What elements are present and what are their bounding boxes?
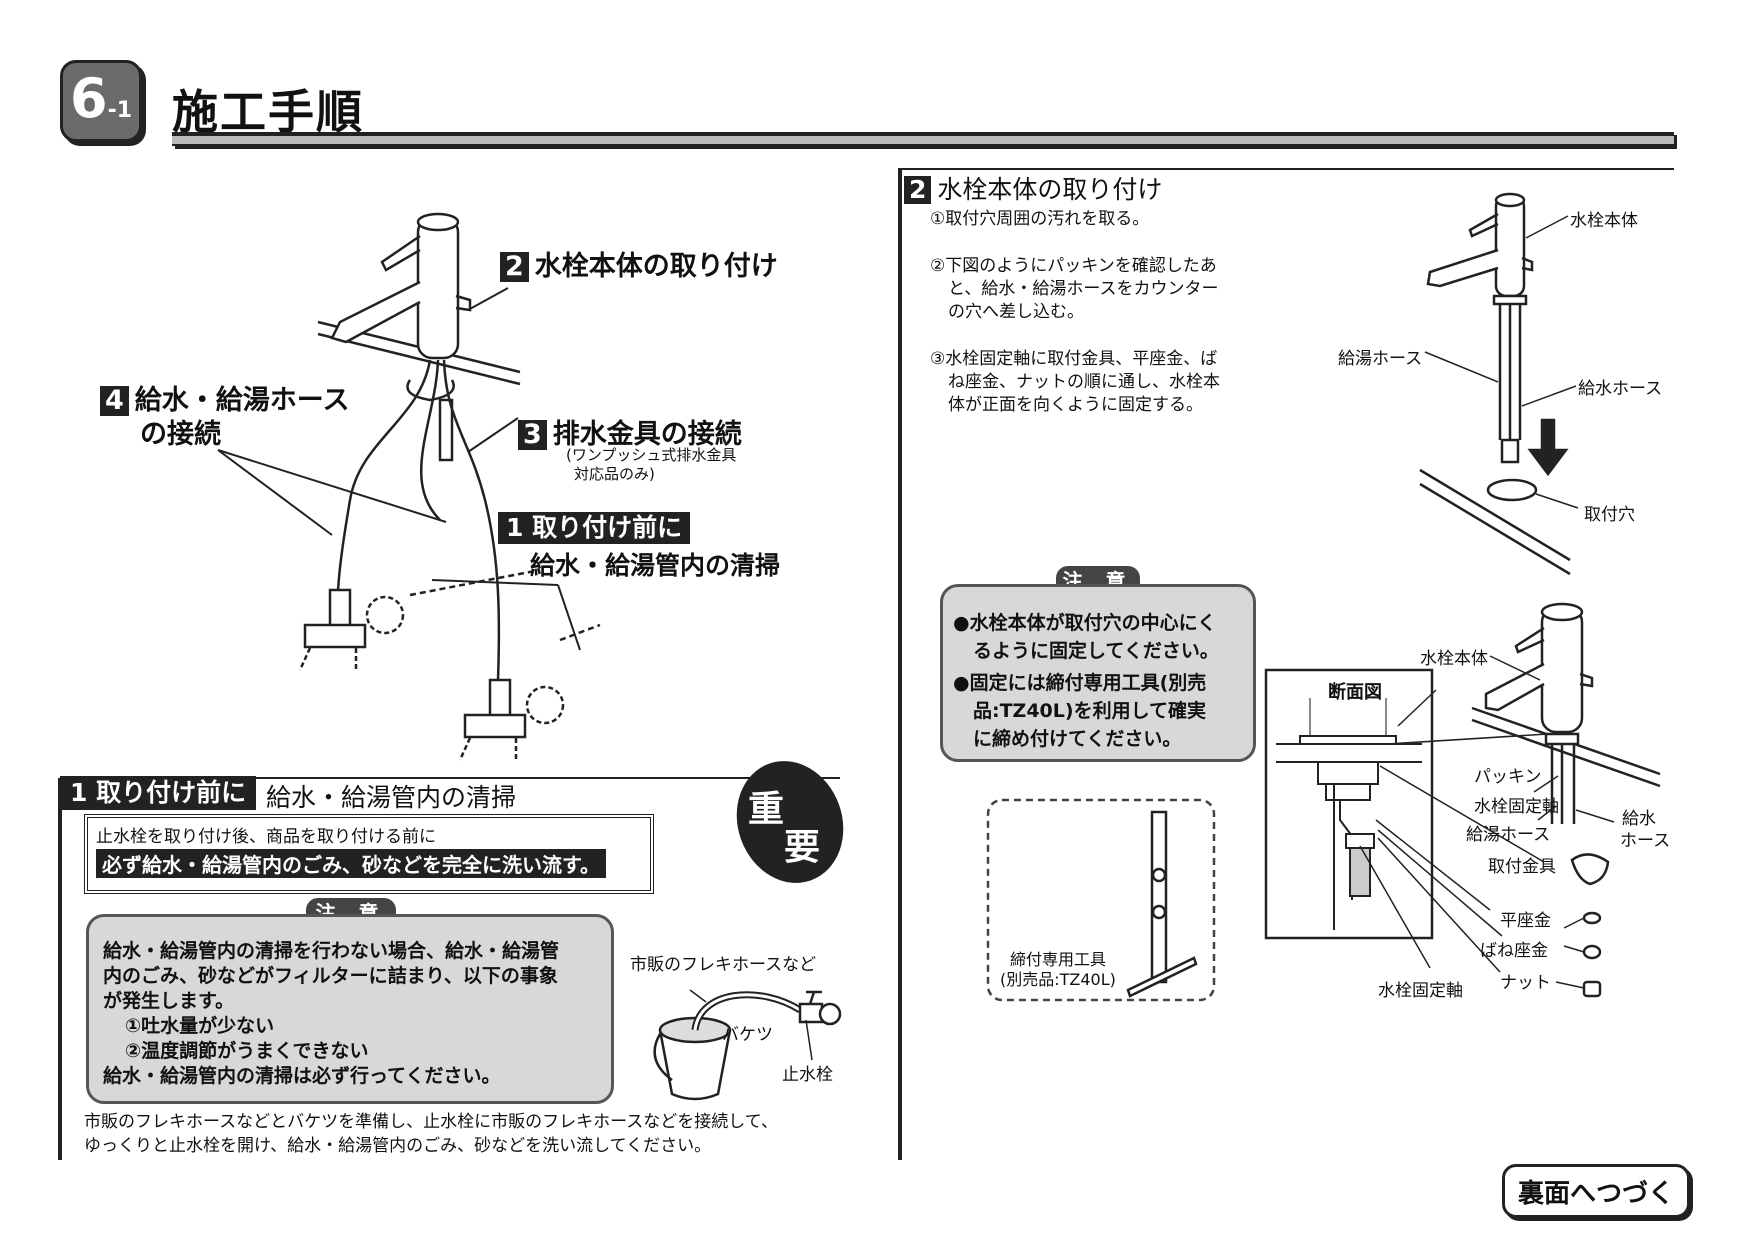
section1-caution-line: ①吐水量が少ない — [125, 1015, 275, 1037]
section2-step: ③水栓固定軸に取付金具、平座金、ば — [930, 349, 1218, 369]
page-title: 施工手順 — [172, 85, 364, 139]
step4-number: 4 — [100, 386, 129, 416]
step3-text: 排水金具の接続 — [552, 419, 742, 450]
tool-label: 締付専用工具 (別売品:TZ40L) — [1000, 950, 1116, 990]
stopcock-label: 止水栓 — [782, 1065, 833, 1085]
section-number: 6 — [69, 67, 108, 130]
top-body-label: 水栓本体 — [1570, 211, 1638, 231]
section2-step: と、給水・給湯ホースをカウンター — [948, 279, 1219, 299]
top-hole-label: 取付穴 — [1584, 505, 1635, 525]
section2-caution-line: ●固定には締付専用工具(別売 — [953, 672, 1207, 694]
spring-washer-label: ばね座金 — [1480, 941, 1548, 961]
section2-number: 2 — [904, 176, 932, 204]
section1-footer-line1: 市販のフレキホースなどとバケツを準備し、止水栓に市販のフレキホースなどを接続して… — [84, 1112, 778, 1132]
section-view-label: 断面図 — [1328, 682, 1382, 703]
section2-top-rule — [898, 168, 1674, 170]
section1-caution-line: 内のごみ、砂などがフィルターに詰まり、以下の事象 — [103, 965, 558, 987]
section2-caution-line: 品:TZ40L)を利用して確実 — [973, 700, 1206, 722]
section2-faucet-top-drawing — [1419, 192, 1579, 576]
step2-number: 2 — [500, 252, 529, 282]
section1-caution-line: が発生します。 — [103, 990, 235, 1012]
hose-label: 市販のフレキホースなど — [630, 955, 817, 975]
overview-leader-lines — [217, 287, 581, 651]
nut-label: ナット — [1500, 973, 1551, 993]
cold-hose-label-line1: 給水 — [1622, 809, 1656, 829]
overview-faucet-drawing — [298, 212, 601, 761]
top-cold-hose-label: 給水ホース — [1578, 379, 1663, 399]
section1-footer-line2: ゆっくりと止水栓を開け、給水・給湯管内のごみ、砂などを洗い流してください。 — [84, 1136, 712, 1156]
section1-caution-line: 給水・給湯管内の清掃は必ず行ってください。 — [103, 1065, 501, 1087]
section-view-box — [1264, 668, 1434, 940]
overview-step1-tag: 1 取り付け前に — [498, 512, 691, 544]
hot-hose-label: 給湯ホース — [1466, 825, 1551, 845]
section1-heading-tag: 1 取り付け前に — [60, 776, 257, 810]
step3-note: (ワンプッシュ式排水金具 対応品のみ) — [566, 446, 736, 484]
section2-steps: ①取付穴周囲の汚れを取る。 ②下図のようにパッキンを確認したあ と、給水・給湯ホ… — [930, 208, 1220, 417]
section2-caution-box: ●水栓本体が取付穴の中心にく るように固定してください。 ●固定には締付専用工具… — [940, 584, 1256, 762]
important-box: 止水栓を取り付け後、商品を取り付ける前に 必ず給水・給湯管内のごみ、砂などを完全… — [84, 814, 654, 894]
important-line1: 止水栓を取り付け後、商品を取り付ける前に — [96, 827, 436, 847]
section2-faucet-bottom-drawing — [1359, 602, 1661, 998]
shaft-label: 水栓固定軸 — [1474, 797, 1559, 817]
step3-number: 3 — [518, 420, 547, 450]
tool-drawing — [1126, 810, 1198, 998]
section2-caution-line: ●水栓本体が取付穴の中心にく — [953, 612, 1217, 634]
bucket-label: バケツ — [722, 1025, 773, 1045]
important-badge-char1: 重 — [748, 789, 785, 830]
section2-step: ね座金、ナットの順に通し、水栓本 — [948, 372, 1220, 392]
cold-hose-label-line2: ホース — [1620, 831, 1671, 851]
section-number-badge: 6-1 — [60, 60, 142, 142]
important-line2: 必ず給水・給湯管内のごみ、砂などを完全に洗い流す。 — [96, 849, 606, 878]
flat-washer-label: 平座金 — [1500, 911, 1551, 931]
section1-caution-line: ②温度調節がうまくできない — [125, 1040, 369, 1062]
tool-label-line1: 締付専用工具 — [1009, 950, 1106, 969]
section1-caution-line: 給水・給湯管内の清掃を行わない場合、給水・給湯管 — [103, 940, 560, 962]
step3-note-line2: 対応品のみ) — [574, 465, 655, 483]
bottom-body-label: 水栓本体 — [1420, 649, 1488, 669]
tool-label-line2: (別売品:TZ40L) — [1000, 970, 1116, 989]
section2-caution-line: るように固定してください。 — [973, 640, 1219, 662]
overview-step1-sub: 給水・給湯管内の清掃 — [530, 551, 781, 580]
section2-step: ①取付穴周囲の汚れを取る。 — [930, 209, 1150, 229]
continue-on-back-label: 裏面へつづく — [1502, 1164, 1690, 1218]
section2-heading-text: 水栓本体の取り付け — [937, 175, 1163, 204]
important-badge-shape — [736, 761, 844, 883]
section2-caution-line: に締め付けてください。 — [973, 728, 1182, 750]
important-badge-char2: 要 — [784, 827, 821, 868]
section1-caution-box: 給水・給湯管内の清掃を行わない場合、給水・給湯管 内のごみ、砂などがフィルターに… — [86, 914, 614, 1104]
step3-note-line1: (ワンプッシュ式排水金具 — [566, 446, 737, 464]
top-hot-hose-label: 給湯ホース — [1338, 349, 1423, 369]
bucket-drawing — [653, 989, 842, 1101]
section2-step: 体が正面を向くように固定する。 — [948, 395, 1203, 415]
shaft-bottom-label: 水栓固定軸 — [1378, 981, 1463, 1001]
section1-heading: 給水・給湯管内の清掃 — [266, 783, 517, 812]
bracket-label: 取付金具 — [1488, 857, 1556, 877]
step4-text-line2: の接続 — [140, 419, 221, 450]
section2-step: の穴へ差し込む。 — [948, 302, 1084, 322]
section1-footer-text: 市販のフレキホースなどとバケツを準備し、止水栓に市販のフレキホースなどを接続して… — [84, 1110, 778, 1158]
column-divider — [898, 168, 902, 1160]
section-sub-number: -1 — [107, 98, 133, 123]
step4-text-line1: 給水・給湯ホース — [134, 385, 350, 416]
title-rule — [172, 132, 1674, 146]
packing-label: パッキン — [1474, 767, 1542, 787]
section2-step: ②下図のようにパッキンを確認したあ — [930, 256, 1217, 276]
tool-dashed-box — [986, 798, 1216, 1002]
section-view-drawing — [1276, 698, 1422, 930]
step2-text: 水栓本体の取り付け — [534, 251, 778, 282]
